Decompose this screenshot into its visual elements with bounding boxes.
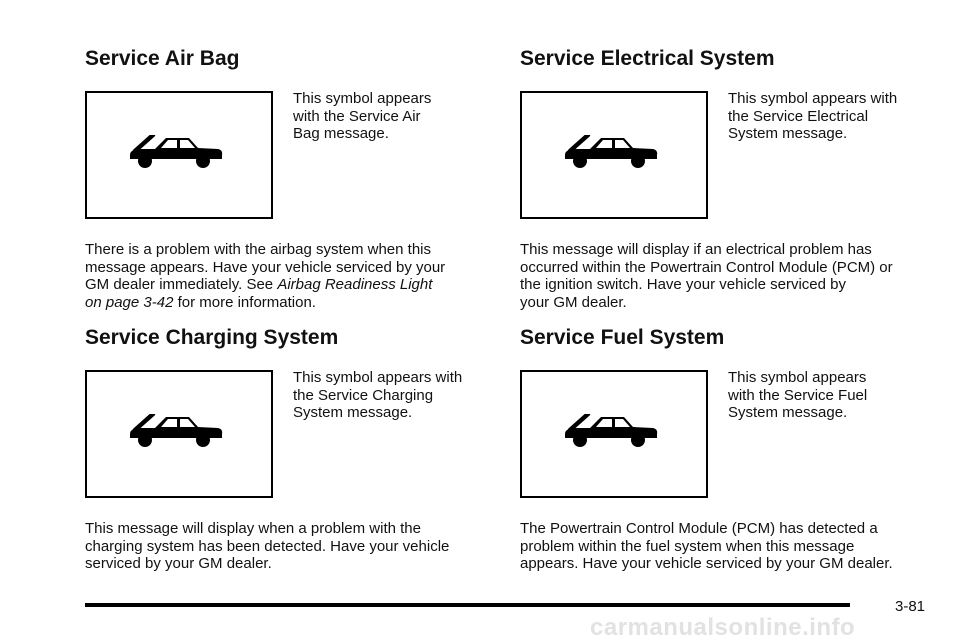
fuel-symbol-box <box>520 370 708 498</box>
fuel-body: The Powertrain Control Module (PCM) has … <box>520 520 893 573</box>
airbag-readiness-light-link[interactable]: Airbag Readiness Light on page 3-42 <box>85 276 433 311</box>
service-fuel-system-heading: Service Fuel System <box>520 326 725 349</box>
service-electrical-system-heading: Service Electrical System <box>520 47 775 70</box>
service-air-bag-heading: Service Air Bag <box>85 47 240 70</box>
air-bag-symbol-box <box>85 91 273 219</box>
page-number: 3-81 <box>895 598 926 615</box>
service-charging-system-heading: Service Charging System <box>85 326 339 349</box>
car-open-hood-icon <box>130 414 223 447</box>
fuel-caption: This symbol appears with the Service Fue… <box>728 369 868 421</box>
car-open-hood-icon <box>565 135 658 168</box>
air-bag-body-end: for more information. <box>173 293 316 311</box>
charging-symbol-box <box>85 370 273 498</box>
electrical-symbol-box <box>520 91 708 219</box>
air-bag-caption: This symbol appears with the Service Air… <box>293 90 432 142</box>
charging-body: This message will display when a problem… <box>85 520 450 573</box>
charging-caption: This symbol appears with the Service Cha… <box>293 369 463 421</box>
car-open-hood-icon <box>130 135 223 168</box>
air-bag-body-text: There is a problem with the airbag syste… <box>85 241 446 294</box>
air-bag-body: There is a problem with the airbag syste… <box>85 241 485 311</box>
car-open-hood-icon <box>565 414 658 447</box>
watermark: carmanualsonline.info <box>590 615 856 640</box>
electrical-caption: This symbol appears with the Service Ele… <box>728 90 898 142</box>
electrical-body: This message will display if an electric… <box>520 241 893 311</box>
footer-rule <box>85 603 850 607</box>
